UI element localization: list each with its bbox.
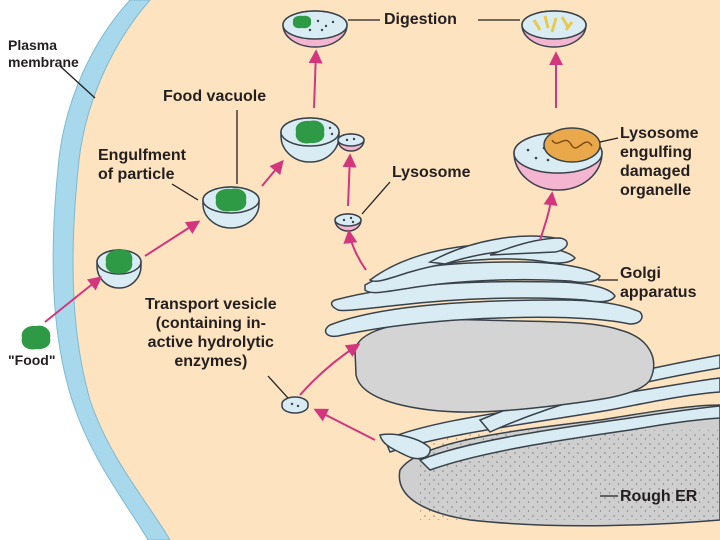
plasma-membrane [52, 0, 171, 540]
arrow-vacuole-to-digestion [308, 49, 323, 109]
food-vacuole [280, 117, 340, 163]
arrows [44, 49, 563, 441]
arrow-food-to-membrane [44, 276, 103, 323]
leader-lines [59, 19, 619, 497]
label-engulfment-of-particle: Engulfment of particle [98, 147, 186, 183]
label-transport-vesicle: Transport vesicle (containing in- active… [145, 296, 277, 370]
food-particle [21, 325, 51, 350]
label-digestion: Digestion [384, 11, 457, 28]
arrow-er-to-vesicle [313, 408, 376, 441]
arrow-golgi-to-lysosome [343, 229, 367, 271]
lysosome-engulfing-organelle [513, 127, 603, 191]
internalized-vesicle [202, 186, 260, 229]
arrow-golgi-to-engulfing [539, 191, 558, 241]
arrow-vesicle-to-vacuole [261, 159, 284, 187]
label-lysosome-engulfing-damaged-organelle: Lysosome engulfing damaged organelle [620, 125, 699, 199]
arrow-vesicle-to-golgi [299, 343, 361, 396]
engulfment-vesicle [96, 249, 142, 289]
label-food: "Food" [8, 352, 56, 368]
label-plasma-membrane: Plasma membrane [8, 37, 79, 70]
digestion-vesicle [282, 10, 348, 48]
label-rough-er: Rough ER [620, 488, 698, 505]
transport-vesicle [281, 396, 309, 414]
digested-organelle-vesicle [521, 10, 587, 48]
fusing-lysosome [337, 133, 365, 152]
golgi-grey-mass [354, 318, 655, 413]
small-lysosome [334, 213, 362, 232]
label-food-vacuole: Food vacuole [163, 88, 267, 105]
arrow-engulf-to-vesicle [144, 220, 201, 257]
golgi-apparatus [324, 235, 655, 413]
arrow-lysosome-up [342, 153, 357, 207]
label-golgi-apparatus: Golgi apparatus [620, 265, 697, 301]
label-lysosome: Lysosome [392, 164, 471, 181]
